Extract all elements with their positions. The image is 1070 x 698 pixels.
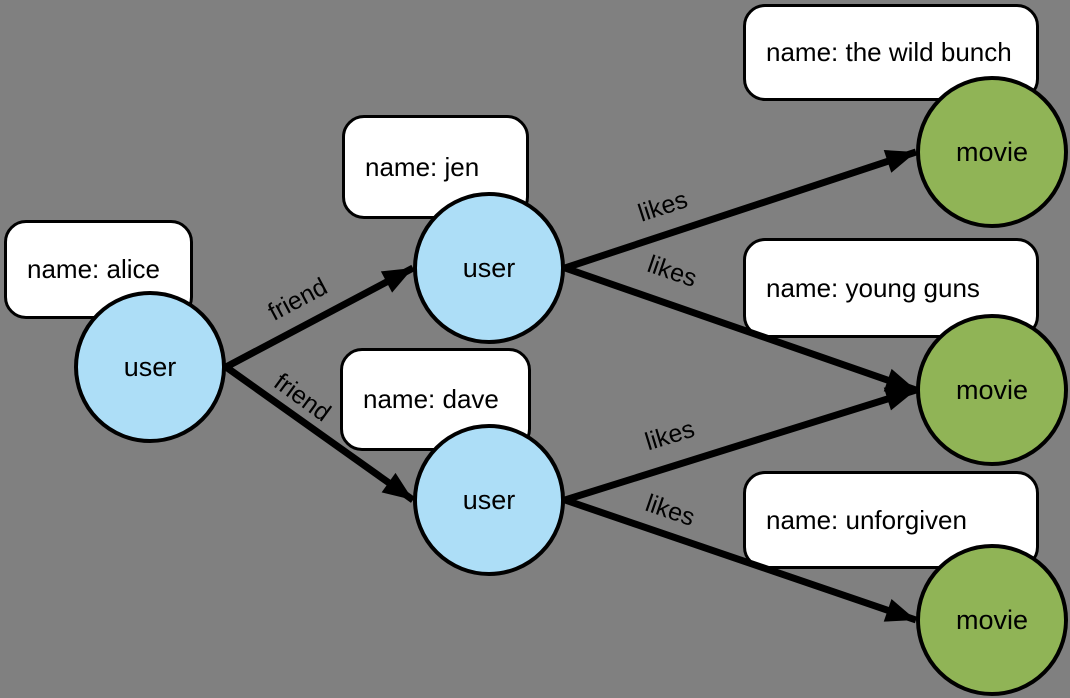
node-movie-young-guns: movie: [916, 314, 1068, 466]
property-text-jen: name: jen: [365, 151, 480, 182]
edge-alice-jen: [224, 264, 415, 371]
property-text-unforgiven: name: unforgiven: [766, 504, 967, 535]
edge-dave-unforgiven: [563, 496, 918, 624]
property-text-the-wild-bunch: name: the wild bunch: [766, 37, 1012, 67]
node-movie-the-wild-bunch: movie: [916, 76, 1068, 228]
property-box-alice: name: alice: [4, 220, 193, 319]
node-label: movie: [955, 604, 1029, 635]
property-text-young-guns: name: young guns: [766, 272, 980, 303]
edge-alice-dave: [223, 364, 416, 503]
edge-jen-young-guns: [563, 264, 918, 394]
edge-jen-the-wild-bunch: [563, 148, 918, 272]
property-text-dave: name: dave: [363, 384, 499, 414]
node-label: movie: [955, 374, 1029, 405]
node-label: user: [123, 351, 177, 382]
node-label: movie: [955, 136, 1029, 167]
node-label: user: [462, 484, 516, 515]
node-user-alice: user: [74, 291, 226, 443]
node-movie-unforgiven: movie: [916, 544, 1068, 696]
node-user-dave: user: [413, 424, 565, 576]
node-user-jen: user: [413, 192, 565, 344]
property-text-alice: name: alice: [27, 254, 160, 284]
node-label: user: [462, 252, 516, 283]
edge-dave-young-guns: [563, 386, 918, 504]
